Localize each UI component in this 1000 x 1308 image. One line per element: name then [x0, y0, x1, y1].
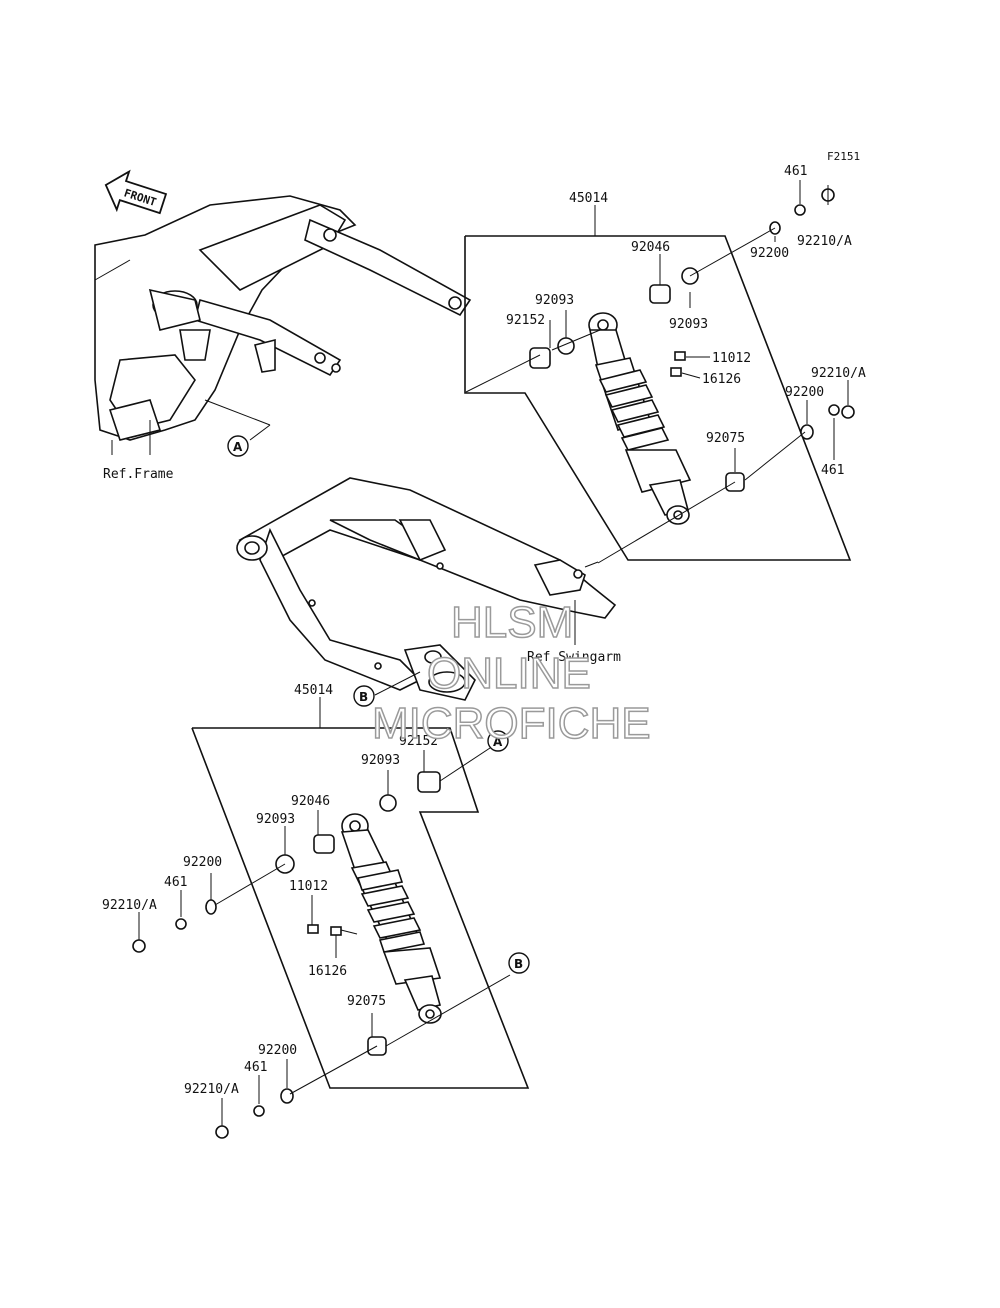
- watermark: HLSM ONLINE MICROFICHE: [371, 597, 651, 749]
- part-92152-collar-lower[interactable]: [417, 771, 441, 793]
- label-92200-upper-b[interactable]: 92200: [785, 385, 824, 400]
- frame-illustration: [94, 195, 472, 455]
- label-92200-upper-a[interactable]: 92200: [750, 246, 789, 261]
- part-92200-washer-lower-a[interactable]: [205, 899, 217, 915]
- label-92046-lower[interactable]: 92046: [291, 794, 330, 809]
- part-92210-nut-b[interactable]: [841, 405, 855, 419]
- upper-part-labels: 45014 92046 92093 92152 92093 461 92210/…: [506, 164, 866, 478]
- watermark-line1: HLSM: [451, 598, 573, 647]
- lower-part-labels: 45014 92152 92093 92046 92093 92200 461 …: [102, 683, 438, 1097]
- upper-shock-absorber[interactable]: [588, 312, 692, 525]
- label-461-lower-b[interactable]: 461: [244, 1060, 267, 1075]
- label-11012-lower[interactable]: 11012: [289, 879, 328, 894]
- part-92200-washer-lower-b[interactable]: [280, 1088, 294, 1104]
- part-92200-washer-b[interactable]: [800, 424, 814, 440]
- label-92152-lower[interactable]: 92152: [399, 734, 438, 749]
- callout-b-swingarm[interactable]: B: [353, 685, 375, 707]
- part-16126-valve-lower[interactable]: [330, 926, 342, 936]
- label-16126-upper[interactable]: 16126: [702, 372, 741, 387]
- label-92093-lower-a[interactable]: 92093: [361, 753, 400, 768]
- part-92210-nut-lower-b[interactable]: [215, 1125, 229, 1139]
- callout-a-frame-letter: A: [233, 440, 243, 454]
- part-461-nut-b[interactable]: [828, 404, 840, 416]
- lower-shock-absorber[interactable]: [340, 813, 442, 1024]
- part-461-nut-lower-b[interactable]: [253, 1105, 265, 1117]
- label-92200-lower-b[interactable]: 92200: [258, 1043, 297, 1058]
- label-461-upper-b[interactable]: 461: [821, 463, 844, 478]
- part-92152-collar[interactable]: [529, 347, 551, 369]
- upper-assembly-outline: [464, 205, 852, 561]
- watermark-line3: MICROFICHE: [372, 699, 651, 748]
- label-92210-upper-a[interactable]: 92210/A: [797, 234, 852, 249]
- part-461-nut-a[interactable]: [794, 204, 806, 216]
- label-92152-upper[interactable]: 92152: [506, 313, 545, 328]
- front-direction-arrow: FRONT: [104, 169, 168, 215]
- label-92046-upper[interactable]: 92046: [631, 240, 670, 255]
- callout-b-swingarm-letter: B: [359, 690, 368, 704]
- part-461-nut-lower-a[interactable]: [175, 918, 187, 930]
- part-16126-valve[interactable]: [670, 367, 682, 377]
- lower-small-parts: [132, 771, 441, 1139]
- callout-b-lower-letter: B: [514, 957, 523, 971]
- part-92210-nut-lower-a[interactable]: [132, 939, 146, 953]
- part-11012-fitting-lower[interactable]: [307, 924, 319, 934]
- label-45014-lower[interactable]: 45014: [294, 683, 333, 698]
- part-92093-collar-lower-a[interactable]: [379, 794, 397, 812]
- label-461-upper-a[interactable]: 461: [784, 164, 807, 179]
- ref-frame-label[interactable]: Ref.Frame: [103, 467, 174, 482]
- label-92210-upper-b[interactable]: 92210/A: [811, 366, 866, 381]
- label-92200-lower-a[interactable]: 92200: [183, 855, 222, 870]
- part-92046-bushing-lower[interactable]: [313, 834, 335, 854]
- ref-swingarm-label[interactable]: Ref.Swingarm: [527, 650, 621, 665]
- label-16126-lower[interactable]: 16126: [308, 964, 347, 979]
- label-92093-upper-a[interactable]: 92093: [535, 293, 574, 308]
- lower-assembly-outline: [191, 697, 530, 1089]
- upper-small-parts: [529, 188, 855, 492]
- swingarm-illustration: [236, 477, 617, 701]
- figure-code: F2151: [827, 150, 860, 163]
- upper-leader-lines: [465, 180, 849, 564]
- label-92210-lower-a[interactable]: 92210/A: [102, 898, 157, 913]
- watermark-line2: ONLINE: [427, 649, 591, 698]
- callout-a-frame[interactable]: A: [227, 435, 249, 457]
- label-92075-upper[interactable]: 92075: [706, 431, 745, 446]
- callout-a-lower-letter: A: [493, 735, 503, 749]
- label-92093-upper-b[interactable]: 92093: [669, 317, 708, 332]
- part-92046-bushing[interactable]: [649, 284, 671, 304]
- label-461-lower-a[interactable]: 461: [164, 875, 187, 890]
- label-92210-lower-b[interactable]: 92210/A: [184, 1082, 239, 1097]
- label-92075-lower[interactable]: 92075: [347, 994, 386, 1009]
- part-11012-fitting[interactable]: [674, 351, 686, 361]
- label-92093-lower-b[interactable]: 92093: [256, 812, 295, 827]
- callout-b-lower[interactable]: B: [508, 952, 530, 974]
- callout-a-lower[interactable]: A: [487, 730, 509, 752]
- label-11012-upper[interactable]: 11012: [712, 351, 751, 366]
- lower-leader-lines: [138, 747, 511, 1126]
- label-45014-upper[interactable]: 45014: [569, 191, 608, 206]
